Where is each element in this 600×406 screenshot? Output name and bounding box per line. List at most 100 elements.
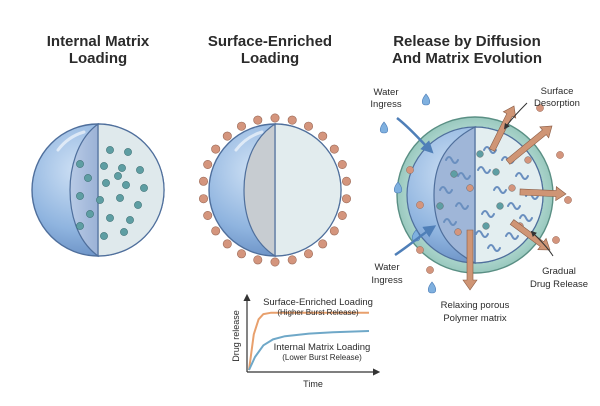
callout-water-ingress-bottom: Water Ingress xyxy=(371,262,402,286)
callout-surface-desorption: Surface Desorption xyxy=(534,86,580,109)
surface-drug-particle xyxy=(329,226,339,236)
surface-drug-particle xyxy=(222,239,232,249)
callout-relaxing-matrix: Relaxing porous Polymer matrix xyxy=(441,300,510,324)
drug-particle xyxy=(84,174,92,182)
surface-drug-particle xyxy=(222,131,232,141)
escaped-drug-particle xyxy=(564,196,572,204)
surface-drug-particle xyxy=(303,249,313,259)
drug-particle xyxy=(102,179,110,187)
title-release: Release by Diffusion And Matrix Evolutio… xyxy=(392,33,542,67)
surface-drug-particle xyxy=(337,211,347,221)
surface-drug-particle xyxy=(318,131,328,141)
surface-drug-particle xyxy=(237,249,247,259)
chart-series xyxy=(248,311,370,371)
title-surface-line-2: Loading xyxy=(241,50,299,67)
release-drug-particle xyxy=(450,170,458,178)
surface-drug-particle xyxy=(341,194,351,204)
pore-squiggle xyxy=(457,172,471,180)
drug-particle xyxy=(106,214,114,222)
water-droplets xyxy=(379,93,437,294)
drug-particle xyxy=(134,201,142,209)
title-release-line-2: And Matrix Evolution xyxy=(392,50,542,67)
release-drug-particle xyxy=(466,184,474,192)
surface-drug-particle xyxy=(287,115,297,125)
gradual-release-line-1: Gradual xyxy=(542,266,576,277)
callout-lines xyxy=(394,102,554,257)
release-arrow-upper-right xyxy=(505,125,553,165)
release-drug-particle xyxy=(524,156,532,164)
release-drug-particle xyxy=(492,168,500,176)
release-drug-particles xyxy=(406,104,572,274)
drug-particle xyxy=(120,228,128,236)
surface-drug-particle xyxy=(337,160,347,170)
surface-drug-particle xyxy=(203,211,213,221)
surface-desorption-line-1: Surface xyxy=(541,86,574,97)
drug-particle xyxy=(76,160,84,168)
surface-drug-particle xyxy=(199,194,209,204)
water-droplet xyxy=(427,281,437,294)
sphere-release xyxy=(379,93,572,294)
title-release-line-1: Release by Diffusion xyxy=(393,33,541,50)
drug-particle xyxy=(106,146,114,154)
escaped-drug-particle xyxy=(416,201,424,209)
water-ingress-top-line-1: Water xyxy=(374,87,399,98)
release-arrow-right xyxy=(519,186,567,202)
release-arrow-up xyxy=(488,105,517,152)
title-surface: Surface-Enriched Loading xyxy=(208,33,332,67)
series-surface-subtitle: (Higher Burst Release) xyxy=(277,308,359,317)
pore-squiggle xyxy=(487,244,501,252)
surface-drug-particle xyxy=(237,121,247,131)
release-drug-particle xyxy=(436,202,444,210)
title-surface-line-1: Surface-Enriched xyxy=(208,33,332,50)
water-ingress-bottom-line-1: Water xyxy=(375,262,400,273)
gradual-release-line-2: Drug Release xyxy=(530,279,588,290)
surface-drug-particle xyxy=(253,115,263,125)
callout-gradual-release: Gradual Drug Release xyxy=(530,266,588,290)
callout-water-ingress-top: Water Ingress xyxy=(370,87,401,110)
title-internal-line-2: Loading xyxy=(69,50,127,67)
drug-particle xyxy=(100,162,108,170)
chart-y-label: Drug release xyxy=(231,310,241,362)
escaped-drug-particle xyxy=(426,266,434,274)
release-drug-particle xyxy=(508,184,516,192)
pore-squiggle xyxy=(493,186,507,194)
pore-squiggle xyxy=(515,172,529,180)
series-internal-name: Internal Matrix Loading xyxy=(274,342,371,353)
drug-particle xyxy=(114,172,122,180)
pore-squiggle xyxy=(507,202,521,210)
drug-particle xyxy=(116,194,124,202)
release-drug-particle xyxy=(476,150,484,158)
escaped-drug-particle xyxy=(416,246,424,254)
drug-particle xyxy=(100,232,108,240)
surface-drug-particle xyxy=(253,255,263,265)
pore-squiggle xyxy=(475,230,489,238)
pore-squiggle xyxy=(455,202,469,210)
chart-x-label: Time xyxy=(303,379,323,389)
drug-particle xyxy=(86,210,94,218)
escaped-drug-particle xyxy=(552,236,560,244)
surface-drug-particle xyxy=(211,144,221,154)
series-line-1 xyxy=(248,330,370,371)
surface-desorption-line-2: Desorption xyxy=(534,98,580,109)
series-surface-name: Surface-Enriched Loading xyxy=(263,297,373,308)
series-line-0 xyxy=(248,311,369,371)
release-arrow-down xyxy=(462,229,478,291)
escaped-drug-particle xyxy=(406,166,414,174)
surface-drug-particle xyxy=(270,113,280,123)
surface-drug-particle xyxy=(303,121,313,131)
water-ingress-bottom-line-2: Ingress xyxy=(371,275,402,286)
release-drug-particle xyxy=(482,222,490,230)
sphere-surface xyxy=(199,113,351,267)
drug-particle xyxy=(76,192,84,200)
sphere-internal xyxy=(31,122,165,258)
drug-particle xyxy=(140,184,148,192)
surface-drug-particle xyxy=(199,176,209,186)
pore-squiggle xyxy=(439,186,453,194)
drug-particle xyxy=(76,222,84,230)
drug-particle xyxy=(126,216,134,224)
surface-drug-particle xyxy=(203,160,213,170)
series-internal-subtitle: (Lower Burst Release) xyxy=(282,353,362,362)
internal-drug-particles xyxy=(76,146,148,240)
pore-squiggle xyxy=(505,232,519,240)
